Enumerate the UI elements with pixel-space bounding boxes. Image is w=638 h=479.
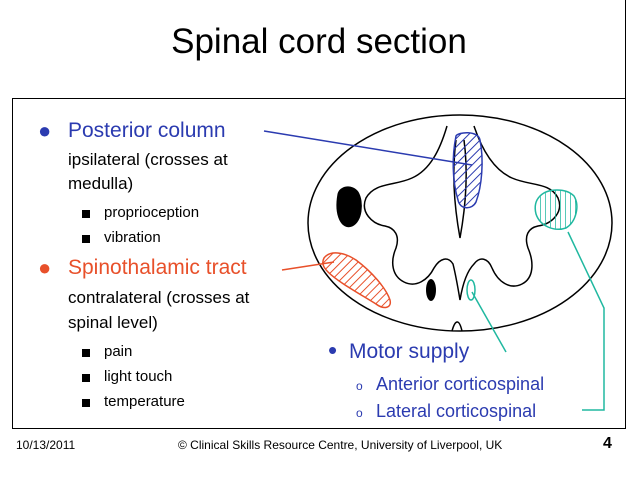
lateral-leader-line <box>567 231 605 411</box>
spinothalamic-item-bullet <box>82 399 90 407</box>
spinothalamic-heading: Spinothalamic tract <box>68 256 247 279</box>
posterior-bullet: ● <box>38 118 52 143</box>
motor-item-bullet: o <box>356 406 363 420</box>
spinothalamic-bullet: ● <box>38 255 52 280</box>
posterior-heading: Posterior column <box>68 119 226 142</box>
anterior-corticospinal-region <box>466 279 476 301</box>
spinothalamic-region <box>322 252 392 309</box>
posterior-item: vibration <box>104 229 161 246</box>
right-border <box>625 0 626 428</box>
dorsal-tract-region <box>336 186 362 228</box>
spinothalamic-item: temperature <box>104 393 185 410</box>
posterior-item: proprioception <box>104 204 200 221</box>
footer-date: 10/13/2011 <box>16 438 76 452</box>
anterior-tract-black <box>426 279 436 301</box>
spinothalamic-item: light touch <box>104 368 173 385</box>
page-number: 4 <box>603 435 612 452</box>
posterior-line-2: medulla) <box>68 174 134 193</box>
slide-title: Spinal cord section <box>171 22 467 61</box>
spinothalamic-leader-line <box>281 261 335 271</box>
motor-leader-line <box>471 291 507 353</box>
anterior-fissure <box>451 321 463 332</box>
posterior-column-region <box>452 132 483 209</box>
spinothalamic-item-bullet <box>82 349 90 357</box>
posterior-item-bullet <box>82 210 90 218</box>
spinothalamic-item-bullet <box>82 374 90 382</box>
motor-item-bullet: o <box>356 379 363 393</box>
motor-heading: Motor supply <box>349 340 470 363</box>
posterior-item-bullet <box>82 235 90 243</box>
lateral-corticospinal-region <box>534 189 578 230</box>
motor-bullet: • <box>328 335 338 365</box>
title-divider <box>12 98 626 99</box>
footer-credit: © Clinical Skills Resource Centre, Unive… <box>178 438 503 452</box>
motor-item: Lateral corticospinal <box>376 401 537 421</box>
motor-item: Anterior corticospinal <box>376 374 545 394</box>
footer-divider <box>12 428 626 429</box>
posterior-line-1: ipsilateral (crosses at <box>68 150 228 169</box>
spinothalamic-line-1: contralateral (crosses at <box>68 288 250 307</box>
spinothalamic-item: pain <box>104 343 133 360</box>
posterior-leader-line <box>263 130 473 166</box>
cord-outline <box>307 114 613 332</box>
spinothalamic-line-2: spinal level) <box>68 313 158 332</box>
left-border <box>12 98 13 428</box>
